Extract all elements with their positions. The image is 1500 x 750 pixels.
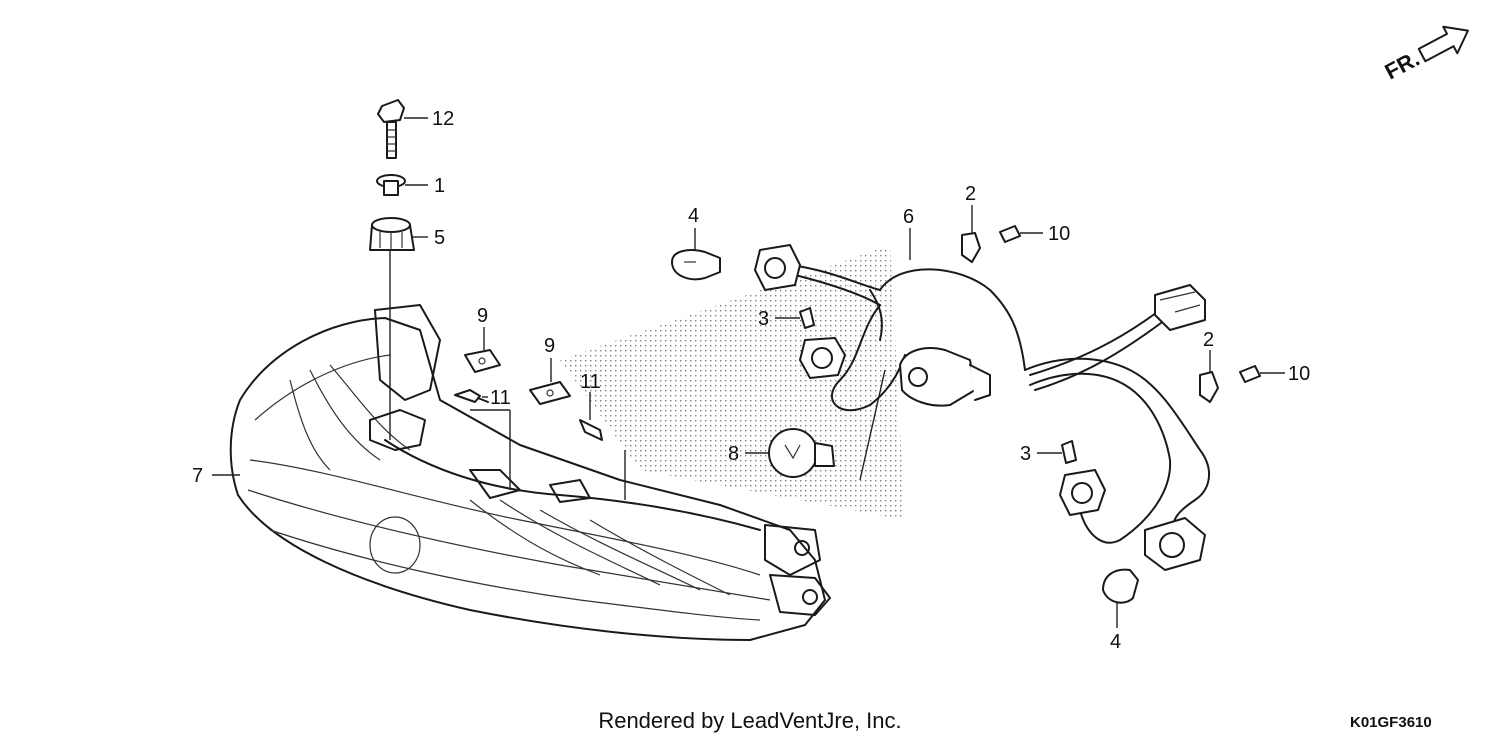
socket-lower-right [1059,469,1106,516]
bulb-part-4-upper [671,249,721,281]
callout-9-b: 9 [544,335,555,357]
screw-part-11-a [454,389,489,403]
callout-3-b: 3 [1020,443,1031,465]
bulb-part-3-upper [799,307,815,329]
callout-8: 8 [728,443,739,465]
tail-light-housing [229,304,831,641]
callout-11-a: 11 [490,387,511,409]
bulb-part-8 [768,428,835,478]
socket-right [1144,517,1206,571]
clamp-part-2-upper [961,232,981,263]
callout-9-a: 9 [477,305,488,327]
callout-12: 12 [432,108,454,130]
wire-harness-part-6 [789,264,1210,544]
socket-upper-left [754,244,801,291]
callout-7: 7 [192,465,203,487]
bolt-part-12 [377,99,405,159]
callout-11-b: 11 [580,371,601,393]
render-credit: Rendered by LeadVentJre, Inc. [598,708,902,733]
callout-4-a: 4 [688,205,699,227]
direction-label: FR. [1381,46,1424,85]
callout-4-b: 4 [1110,631,1121,653]
bulb-part-3-lower [1061,440,1077,464]
collar-part-1 [376,174,406,196]
callout-3-a: 3 [758,308,769,330]
bulb-part-4-lower [1102,568,1139,604]
socket-center [899,347,991,407]
callout-10-b: 10 [1288,363,1310,385]
socket-middle-left [799,337,846,379]
clamp-part-2-lower [1199,371,1219,403]
screw-part-10-lower [1239,365,1261,383]
diagram-code: K01GF3610 [1350,714,1432,731]
screw-part-10-upper [999,225,1021,243]
callout-1: 1 [434,175,445,197]
callout-2-a: 2 [965,183,976,205]
callout-2-b: 2 [1203,329,1214,351]
callout-5: 5 [434,227,445,249]
callout-6: 6 [903,206,914,228]
clip-nut-part-9-b [529,381,571,405]
screw-part-11-b [579,419,603,441]
front-direction-arrow-icon: FR. [1381,25,1469,85]
grommet-part-5 [369,217,415,251]
callout-10-a: 10 [1048,223,1070,245]
clip-nut-part-9-a [464,349,501,373]
